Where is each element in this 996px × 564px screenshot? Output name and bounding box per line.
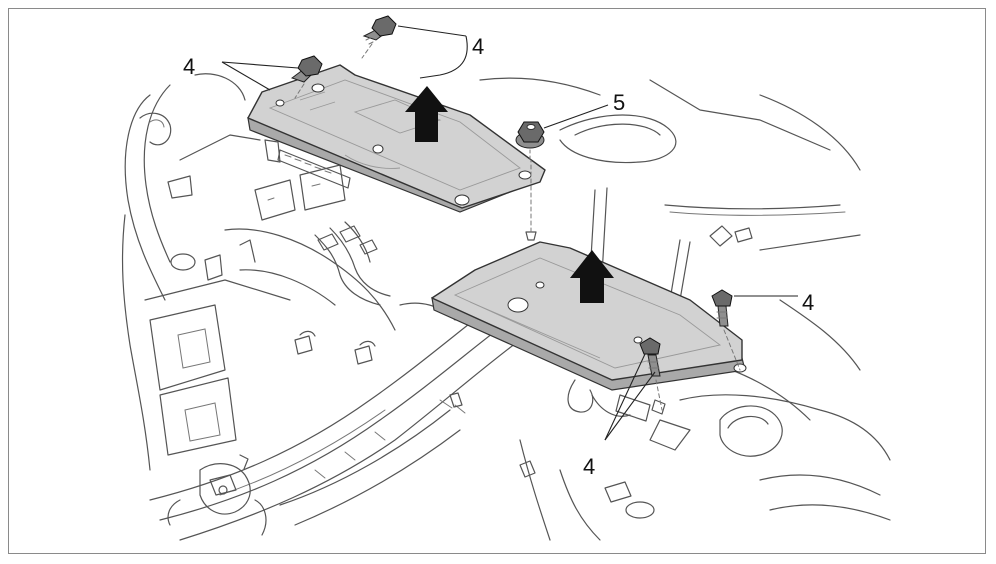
callout-bolt-right: 4 [802, 290, 815, 315]
bolt-left-icon [290, 55, 323, 83]
flange-nut-icon [515, 121, 545, 241]
callout-bolt-bottom: 4 [583, 454, 596, 479]
upper-cover-panel [247, 64, 546, 213]
removal-arrow-lower [570, 250, 614, 303]
callout-nut: 5 [613, 90, 626, 115]
fastener-axis-lines [294, 43, 741, 411]
callout-leader-lines [221, 25, 798, 441]
vehicle-underbody-line-art [121, 73, 891, 541]
callout-bolt-top-right: 4 [472, 34, 485, 59]
removal-arrow-upper [405, 86, 448, 142]
bolt-top-icon [362, 15, 397, 45]
bolt-bottom-icon [639, 337, 661, 377]
bolt-right-icon [711, 289, 733, 327]
callout-bolt-top-left: 4 [183, 54, 196, 79]
